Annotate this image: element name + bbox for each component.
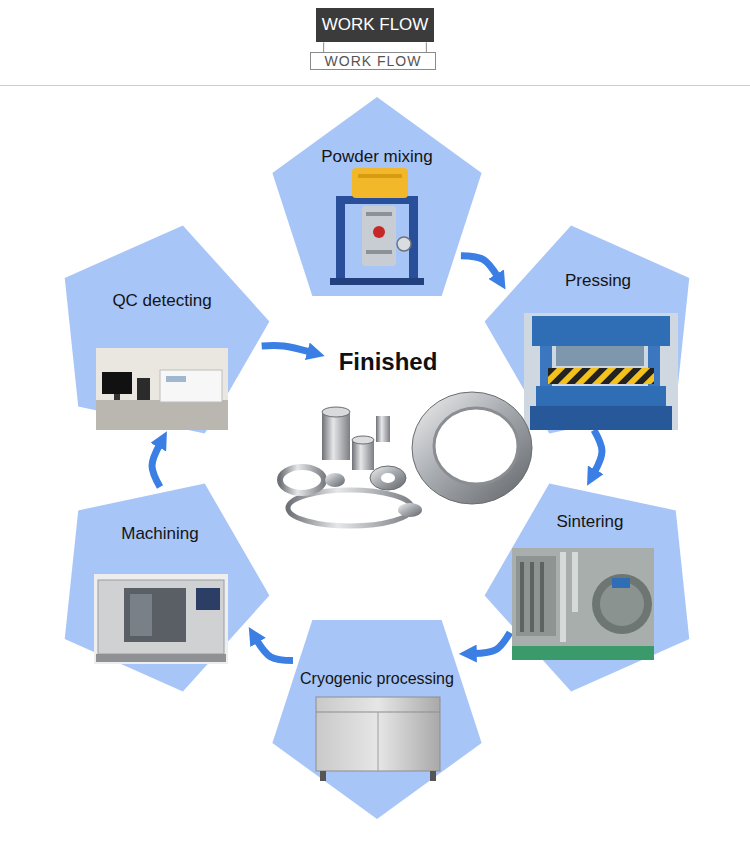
flow-arrow [594,430,602,473]
finished-parts-picture [280,392,532,526]
flow-arrow [461,256,498,278]
furnace-picture [512,548,654,660]
cryo-box-picture [316,697,440,781]
step-label: QC detecting [112,291,211,311]
mixer-picture [330,168,424,285]
qc-station-picture [96,348,228,430]
result-title: Finished [339,348,438,376]
flow-arrow [152,444,160,487]
step-label: Powder mixing [321,147,433,167]
step-label: Cryogenic processing [300,669,454,689]
divider-line [0,85,750,86]
result-node: Finished [335,346,442,378]
subtitle-label: WORK FLOW [310,52,437,70]
press-picture [524,313,678,430]
step-label: Pressing [565,271,631,291]
step-label: Sintering [556,512,623,532]
cnc-machine-picture [94,574,228,664]
flow-arrow [473,632,510,653]
section-title: WORK FLOW [316,8,435,42]
step-label: Machining [121,524,199,544]
flow-arrow [256,639,293,660]
flow-arrow [262,345,311,352]
